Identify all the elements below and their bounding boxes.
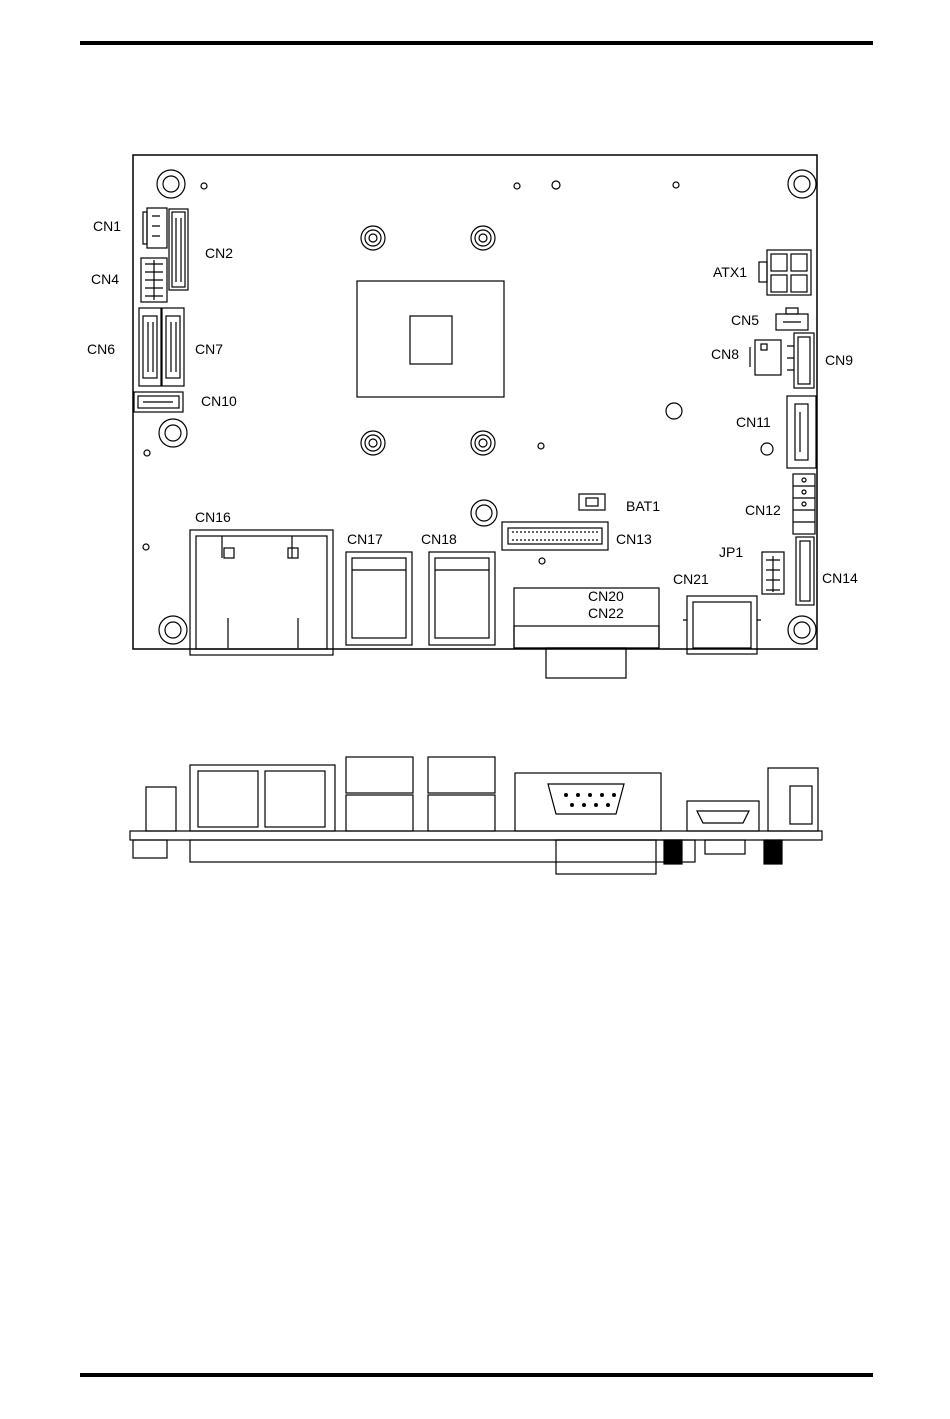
label-cn8: CN8 (711, 346, 739, 362)
label-cn11: CN11 (736, 414, 771, 430)
mounting-hole (159, 616, 187, 644)
mounting-hole (159, 419, 187, 447)
cn7-connector (162, 308, 184, 386)
cn4-connector (141, 258, 167, 302)
cn13-connector (502, 522, 608, 550)
side-connector-left-base (133, 840, 167, 858)
side-usb-bottom-2 (428, 795, 495, 831)
side-hdmi-port (697, 811, 749, 823)
side-underboard (190, 840, 695, 862)
cn21-hdmi-connector (683, 596, 761, 654)
cpu-heatsink-area (357, 226, 504, 455)
cn20-cn22-serial-connector (514, 588, 659, 678)
mounting-hole (761, 443, 773, 455)
mounting-hole (788, 616, 816, 644)
cn5-connector (776, 308, 808, 330)
atx1-connector (759, 250, 811, 295)
cn8-connector (750, 340, 781, 375)
side-connector-left (146, 787, 176, 831)
label-cn9: CN9 (825, 352, 853, 368)
label-cn5: CN5 (731, 312, 759, 328)
cn2-connector (169, 209, 188, 290)
mounting-hole (157, 170, 185, 198)
label-cn7: CN7 (195, 341, 223, 357)
cn9-connector (787, 333, 814, 388)
side-hdmi-shell (687, 801, 759, 831)
label-cn1: CN1 (93, 218, 121, 234)
cn11-connector (787, 396, 816, 468)
label-cn21: CN21 (673, 571, 709, 587)
cn1-connector (143, 208, 167, 248)
label-cn4: CN4 (91, 271, 119, 287)
mounting-hole (471, 500, 497, 526)
side-view (130, 757, 822, 874)
side-serial-dsub (548, 784, 624, 814)
side-lan-block (190, 765, 335, 831)
label-cn18: CN18 (421, 531, 457, 547)
label-cn2: CN2 (205, 245, 233, 261)
label-cn13: CN13 (616, 531, 652, 547)
side-serial-pins (564, 793, 616, 807)
label-cn20: CN20 (588, 588, 624, 604)
side-usb-top-2 (428, 757, 495, 793)
mounting-hole (788, 170, 816, 198)
side-usb-bottom-1 (346, 795, 413, 831)
pcb-edge (130, 831, 822, 840)
cn18-usb-connector (429, 552, 495, 645)
label-cn22: CN22 (588, 605, 624, 621)
label-cn10: CN10 (201, 393, 237, 409)
side-usb-top-1 (346, 757, 413, 793)
top-view: CN1 CN2 CN4 CN6 CN7 CN10 ATX1 CN5 CN8 CN… (87, 155, 858, 678)
mounting-hole (666, 403, 682, 419)
label-atx1: ATX1 (713, 264, 747, 280)
cn16-lan-connector (190, 530, 333, 655)
side-power-jack (768, 768, 818, 831)
cn17-usb-connector (346, 552, 412, 645)
label-cn17: CN17 (347, 531, 383, 547)
label-cn6: CN6 (87, 341, 115, 357)
cn6-connector (139, 308, 161, 386)
label-cn12: CN12 (745, 502, 781, 518)
bat1-connector (579, 494, 605, 510)
cn12-connector (793, 474, 815, 534)
side-serial-shell (515, 773, 661, 831)
mounting-holes (157, 170, 816, 644)
cn10-connector (134, 392, 183, 412)
label-jp1: JP1 (719, 544, 743, 560)
cn14-connector (796, 537, 814, 605)
label-bat1: BAT1 (626, 498, 660, 514)
label-cn16: CN16 (195, 509, 231, 525)
label-cn14: CN14 (822, 570, 858, 586)
jp1-connector (762, 552, 784, 594)
